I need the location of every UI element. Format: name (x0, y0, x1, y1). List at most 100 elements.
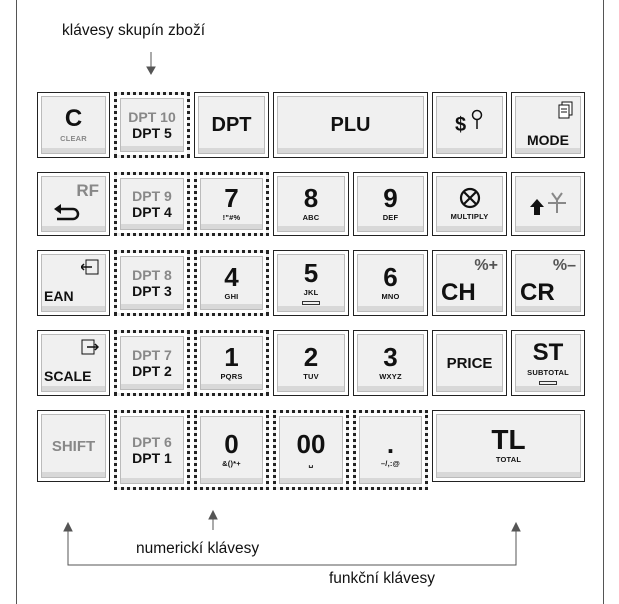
multiply-icon (459, 187, 480, 209)
label-numeric-keys: numerickí klávesy (136, 540, 260, 557)
key-1-label: 1 (224, 342, 239, 372)
mode-key-label: MODE (527, 132, 569, 148)
total-key[interactable]: TL TOTAL (432, 410, 585, 482)
dept-10-5-key[interactable]: DPT 10 DPT 5 (114, 92, 190, 158)
diagram-frame (16, 0, 604, 604)
label-function-keys: funkční klávesy (329, 570, 435, 587)
dept-6-1-key[interactable]: DPT 6 DPT 1 (114, 410, 190, 490)
key-7-label: 7 (224, 183, 239, 213)
tl-key-sublabel: TOTAL (495, 455, 522, 464)
key-3-label: 3 (383, 342, 398, 372)
st-key-label: ST (532, 339, 564, 366)
key-5-sublabel: JKL (303, 288, 319, 297)
return-arrow-icon (53, 204, 79, 221)
key-5[interactable]: 5 JKL (273, 250, 349, 316)
key-0-label: 0 (224, 429, 239, 459)
decimal-key-label: . (386, 429, 395, 459)
dept-6-label: DPT 6 (132, 434, 172, 450)
dept-4-label: DPT 4 (132, 204, 172, 220)
dept-3-label: DPT 3 (132, 283, 172, 299)
dept-9-4-key[interactable]: DPT 9 DPT 4 (114, 172, 190, 236)
key-2[interactable]: 2 TUV (273, 330, 349, 396)
refund-key[interactable]: RF (37, 172, 110, 236)
key-00-sublabel: ␣ (308, 459, 314, 468)
dept-5-label: DPT 5 (132, 125, 172, 141)
clear-key-sublabel: CLEAR (60, 134, 87, 143)
document-icon (558, 101, 573, 119)
price-key-label: PRICE (446, 354, 493, 372)
key-00[interactable]: 00 ␣ (273, 410, 349, 490)
dpt-key[interactable]: DPT (194, 92, 269, 158)
clear-key[interactable]: C CLEAR (37, 92, 110, 158)
plu-key-label: PLU (330, 113, 371, 136)
scale-key-label: SCALE (44, 368, 92, 384)
key-4[interactable]: 4 GHI (194, 250, 269, 316)
key-6-sublabel: MNO (381, 292, 400, 301)
key-9-sublabel: DEF (382, 213, 399, 222)
dept-1-label: DPT 1 (132, 450, 172, 466)
key-2-sublabel: TUV (303, 372, 319, 381)
key-6[interactable]: 6 MNO (353, 250, 428, 316)
rf-label: RF (76, 181, 99, 200)
key-7[interactable]: 7 !"#% (194, 172, 269, 236)
dept-8-label: DPT 8 (132, 267, 172, 283)
cr-key[interactable]: %– CR (511, 250, 585, 316)
ch-key[interactable]: %+ CH (432, 250, 507, 316)
dept-7-label: DPT 7 (132, 347, 172, 363)
scale-key[interactable]: SCALE (37, 330, 110, 396)
dpt-key-label: DPT (211, 113, 252, 136)
paper-feed-key[interactable] (511, 172, 585, 236)
multiply-key[interactable]: MULTIPLY (432, 172, 507, 236)
dept-2-label: DPT 2 (132, 363, 172, 379)
key-8-label: 8 (303, 183, 319, 213)
tl-key-label: TL (491, 424, 526, 455)
multiply-sublabel: MULTIPLY (450, 212, 489, 221)
decimal-key[interactable]: . –/,:@ (353, 410, 428, 490)
key-5-label: 5 (303, 258, 319, 288)
key-9-label: 9 (383, 183, 398, 213)
key-3-sublabel: WXYZ (379, 372, 402, 381)
key-1[interactable]: 1 PQRS (194, 330, 269, 396)
ean-key[interactable]: EAN (37, 250, 110, 316)
key-5-tactile-mark (302, 301, 320, 305)
key-0-sublabel: &()*+ (222, 459, 241, 468)
shift-key[interactable]: SHIFT (37, 410, 110, 482)
dollar-label: $ (454, 113, 467, 136)
scale-in-icon (81, 339, 99, 355)
shift-key-label: SHIFT (51, 437, 96, 455)
ch-key-label: CH (441, 279, 476, 306)
dept-10-label: DPT 10 (128, 109, 176, 125)
cr-sup-label: %– (552, 257, 576, 274)
clerk-key[interactable]: $ (432, 92, 507, 158)
decimal-key-sublabel: –/,:@ (380, 459, 401, 468)
key-8[interactable]: 8 ABC (273, 172, 349, 236)
key-3[interactable]: 3 WXYZ (353, 330, 428, 396)
dept-7-2-key[interactable]: DPT 7 DPT 2 (114, 330, 190, 396)
plu-key[interactable]: PLU (273, 92, 428, 158)
key-4-label: 4 (224, 262, 239, 292)
key-9[interactable]: 9 DEF (353, 172, 428, 236)
ch-sup-label: %+ (474, 257, 498, 274)
key-00-label: 00 (296, 429, 326, 459)
barcode-in-icon (81, 259, 99, 275)
paper-feed-icon (530, 192, 566, 215)
price-key[interactable]: PRICE (432, 330, 507, 396)
key-8-sublabel: ABC (302, 213, 320, 222)
dept-8-3-key[interactable]: DPT 8 DPT 3 (114, 250, 190, 316)
dept-9-label: DPT 9 (132, 188, 172, 204)
subtotal-key[interactable]: ST SUBTOTAL (511, 330, 585, 396)
key-2-label: 2 (303, 342, 319, 372)
cr-key-label: CR (520, 279, 555, 306)
key-icon (471, 109, 483, 129)
label-group-keys: klávesy skupín zboží (62, 22, 206, 39)
key-0[interactable]: 0 &()*+ (194, 410, 269, 490)
mode-key[interactable]: MODE (511, 92, 585, 158)
key-1-sublabel: PQRS (220, 372, 243, 381)
st-tactile-mark (539, 381, 557, 385)
ean-key-label: EAN (44, 288, 74, 304)
st-key-sublabel: SUBTOTAL (527, 368, 569, 377)
key-4-sublabel: GHI (224, 292, 239, 301)
key-6-label: 6 (383, 262, 398, 292)
key-7-sublabel: !"#% (222, 213, 241, 222)
